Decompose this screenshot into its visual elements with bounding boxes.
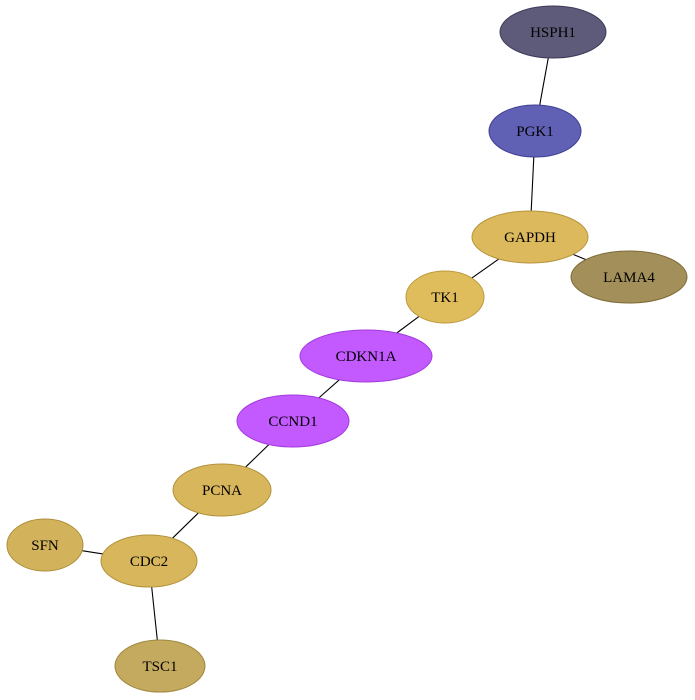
- node-tk1-shape[interactable]: [405, 270, 485, 324]
- node-cdkn1a[interactable]: CDKN1A: [299, 329, 433, 383]
- edge-pgk1-gapdh: [530, 156, 535, 212]
- edge-pcna-cdc2: [172, 512, 199, 539]
- node-lama4-label: LAMA4: [603, 270, 655, 286]
- node-gapdh-label: GAPDH: [504, 230, 556, 246]
- node-lama4[interactable]: LAMA4: [570, 250, 688, 304]
- edge-gapdh-lama4: [572, 253, 587, 261]
- node-cdkn1a-label: CDKN1A: [336, 349, 397, 365]
- edge-hsph1-pgk1: [539, 57, 549, 106]
- node-tk1[interactable]: TK1: [405, 270, 485, 324]
- node-hsph1[interactable]: HSPH1: [499, 5, 607, 59]
- node-lama4-shape[interactable]: [570, 250, 688, 304]
- node-gapdh[interactable]: GAPDH: [471, 210, 589, 264]
- node-tsc1-label: TSC1: [142, 659, 177, 675]
- node-hsph1-label: HSPH1: [530, 25, 576, 41]
- node-sfn[interactable]: SFN: [6, 518, 84, 572]
- node-cdkn1a-shape[interactable]: [299, 329, 433, 383]
- node-pcna-shape[interactable]: [172, 463, 272, 517]
- edge-sfn-cdc2: [82, 550, 103, 555]
- node-cdc2-label: CDC2: [130, 554, 168, 570]
- node-pgk1-shape[interactable]: [488, 104, 582, 158]
- node-pgk1-label: PGK1: [516, 124, 554, 140]
- edge-cdkn1a-ccnd1: [318, 379, 340, 399]
- node-cdc2-shape[interactable]: [100, 534, 198, 588]
- node-sfn-shape[interactable]: [6, 518, 84, 572]
- node-pcna[interactable]: PCNA: [172, 463, 272, 517]
- node-ccnd1-label: CCND1: [268, 414, 317, 430]
- node-cdc2[interactable]: CDC2: [100, 534, 198, 588]
- node-pcna-label: PCNA: [202, 483, 242, 499]
- node-pgk1[interactable]: PGK1: [488, 104, 582, 158]
- node-gapdh-shape[interactable]: [471, 210, 589, 264]
- edge-tk1-cdkn1a: [396, 315, 420, 334]
- node-sfn-label: SFN: [31, 538, 59, 554]
- node-ccnd1[interactable]: CCND1: [236, 394, 350, 448]
- node-tk1-label: TK1: [431, 290, 459, 306]
- edge-cdc2-tsc1: [151, 586, 158, 641]
- node-tsc1-shape[interactable]: [114, 639, 206, 693]
- node-hsph1-shape[interactable]: [499, 5, 607, 59]
- edge-layer: [82, 57, 587, 641]
- node-ccnd1-shape[interactable]: [236, 394, 350, 448]
- edge-gapdh-tk1: [471, 258, 500, 279]
- edge-ccnd1-pcna: [245, 444, 270, 468]
- node-tsc1[interactable]: TSC1: [114, 639, 206, 693]
